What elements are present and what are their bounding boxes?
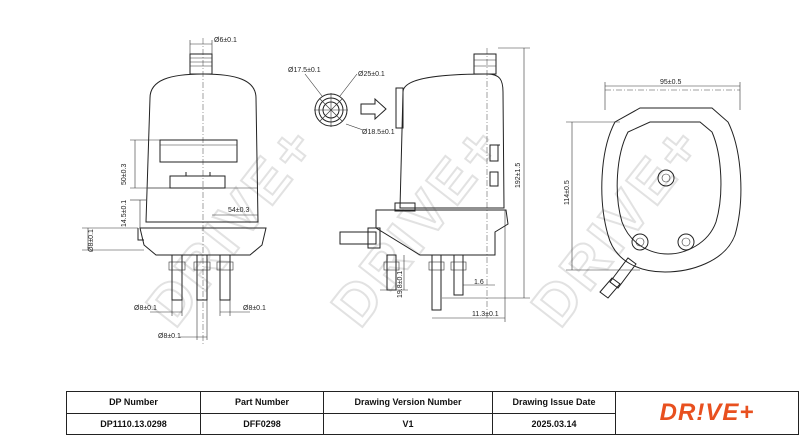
dim-height-14: 14.5±0.1 bbox=[121, 200, 128, 227]
col-part-number: Part Number DFF0298 bbox=[201, 392, 324, 434]
dim-11: 11.3±0.1 bbox=[472, 311, 499, 318]
front-view: Ø6±0.1 50±0.3 14.5±0.1 54±0.3 Ø8±0.1 Ø8±… bbox=[82, 37, 267, 345]
dim-ring-25: Ø25±0.1 bbox=[358, 71, 385, 78]
watermark-2: DRIVE+ bbox=[319, 113, 515, 338]
header-dp-number: DP Number bbox=[67, 392, 200, 414]
watermark-1: DRIVE+ bbox=[134, 113, 330, 338]
drive-logo: DR!VE+ bbox=[659, 399, 755, 426]
dim-height-50: 50±0.3 bbox=[121, 164, 128, 185]
dim-ring-17: Ø17.5±0.1 bbox=[288, 67, 321, 74]
value-version: V1 bbox=[402, 418, 414, 429]
col-issue-date: Drawing Issue Date 2025.03.14 bbox=[493, 392, 616, 434]
header-issue-date: Drawing Issue Date bbox=[493, 392, 615, 414]
dim-16: 1.6 bbox=[474, 279, 484, 286]
top-view: 95±0.5 114±0.5 bbox=[564, 79, 742, 299]
col-logo: DR!VE+ bbox=[616, 392, 798, 434]
ring-detail: Ø17.5±0.1 Ø25±0.1 Ø18.5±0.1 bbox=[288, 67, 395, 136]
value-issue-date: 2025.03.14 bbox=[531, 418, 577, 429]
dim-height-114: 114±0.5 bbox=[564, 180, 571, 205]
col-dp-number: DP Number DP1110.13.0298 bbox=[67, 392, 201, 434]
dim-ring-18: Ø18.5±0.1 bbox=[362, 129, 395, 136]
value-part-number: DFF0298 bbox=[243, 418, 281, 429]
watermark-3: DRIVE+ bbox=[519, 113, 715, 338]
logo-cell: DR!VE+ bbox=[616, 392, 798, 434]
dim-side-dia: Ø8±0.1 bbox=[88, 229, 95, 252]
dim-pin-dia-left: Ø8±0.1 bbox=[134, 305, 157, 312]
dim-19: 19.8±0.1 bbox=[397, 271, 404, 298]
watermark-group: DRIVE+ DRIVE+ DRIVE+ bbox=[133, 112, 716, 339]
dim-pin-dia-bottom: Ø8±0.1 bbox=[158, 333, 181, 340]
dim-width-95: 95±0.5 bbox=[660, 79, 681, 86]
side-view: 192±1.5 19.8±0.1 1.6 11.3±0.1 bbox=[339, 47, 530, 322]
dim-height-192: 192±1.5 bbox=[515, 163, 522, 188]
dim-width-54: 54±0.3 bbox=[228, 207, 249, 214]
dim-outlet-dia: Ø6±0.1 bbox=[214, 37, 237, 44]
header-version: Drawing Version Number bbox=[324, 392, 492, 414]
col-version: Drawing Version Number V1 bbox=[324, 392, 493, 434]
title-block: DP Number DP1110.13.0298 Part Number DFF… bbox=[66, 391, 799, 435]
value-dp-number: DP1110.13.0298 bbox=[100, 418, 167, 429]
dim-pin-dia-right: Ø8±0.1 bbox=[243, 305, 266, 312]
header-part-number: Part Number bbox=[201, 392, 323, 414]
